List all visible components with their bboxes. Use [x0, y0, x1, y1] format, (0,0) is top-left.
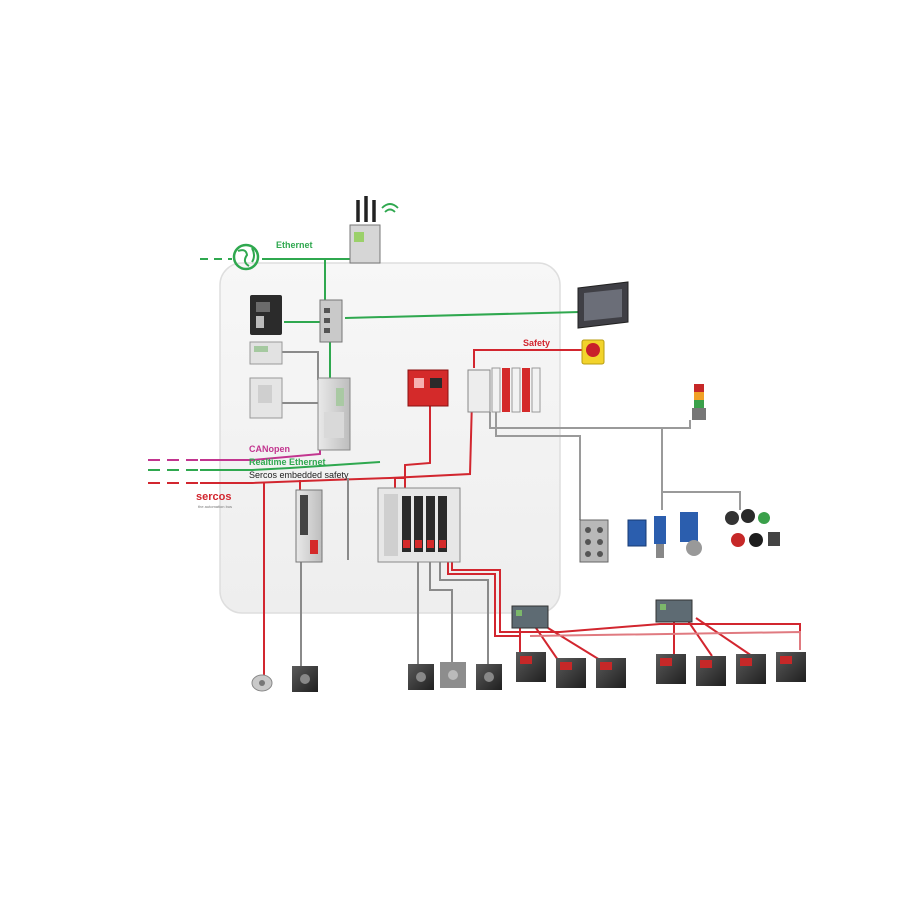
- realtime-ethernet-label: Realtime Ethernet: [249, 457, 326, 467]
- encoder[interactable]: [251, 674, 273, 692]
- signal-tower-light[interactable]: [692, 384, 706, 420]
- limit-switch[interactable]: [680, 512, 702, 556]
- integrated-drive-4[interactable]: [656, 654, 686, 684]
- multi-axis-servo-drive[interactable]: [377, 487, 461, 563]
- proximity-sensor[interactable]: [654, 516, 666, 558]
- integrated-drive-6[interactable]: [736, 654, 766, 684]
- servo-motor-2[interactable]: [408, 664, 434, 690]
- safety-controller[interactable]: [407, 369, 449, 407]
- safety-io-modules[interactable]: [467, 367, 541, 413]
- sercos-logo: sercos the automation bus: [196, 491, 232, 509]
- safety-label: Safety: [523, 338, 550, 348]
- distribution-box-2[interactable]: [655, 599, 693, 623]
- circuit-breaker[interactable]: [250, 295, 282, 335]
- motion-controller[interactable]: [317, 377, 351, 451]
- ethernet-switch[interactable]: [319, 299, 343, 343]
- integrated-drive-3[interactable]: [596, 658, 626, 688]
- canopen-label: CANopen: [249, 444, 290, 454]
- sercos-logo-text: sercos: [196, 491, 231, 503]
- integrated-drive-1[interactable]: [516, 652, 546, 682]
- push-buttons[interactable]: [725, 509, 780, 547]
- servo-drive-single[interactable]: [295, 489, 323, 563]
- hmi-touch-panel[interactable]: [577, 281, 629, 329]
- integrated-drive-5[interactable]: [696, 656, 726, 686]
- integrated-drive-2[interactable]: [556, 658, 586, 688]
- servo-motor-4[interactable]: [476, 664, 502, 690]
- sercos-safety-label: Sercos embedded safety: [249, 470, 349, 480]
- wireless-router[interactable]: [349, 196, 381, 264]
- distribution-box-1[interactable]: [511, 605, 549, 629]
- integrated-drive-7[interactable]: [776, 652, 806, 682]
- photoelectric-sensor[interactable]: [627, 519, 647, 547]
- ethernet-label: Ethernet: [276, 240, 313, 250]
- servo-motor-3[interactable]: [440, 662, 466, 688]
- emergency-stop-button[interactable]: [581, 339, 605, 365]
- servo-motor-1[interactable]: [292, 666, 318, 692]
- sensor-network-lines: [489, 412, 741, 520]
- sercos-tagline: the automation bus: [198, 504, 232, 509]
- globe-icon: [232, 243, 260, 271]
- power-supply[interactable]: [249, 377, 283, 419]
- io-block[interactable]: [579, 519, 609, 563]
- power-meter[interactable]: [249, 341, 283, 365]
- internal-network-lines: [200, 311, 590, 690]
- wifi-icon: [381, 203, 399, 213]
- motor-cables: [300, 560, 801, 668]
